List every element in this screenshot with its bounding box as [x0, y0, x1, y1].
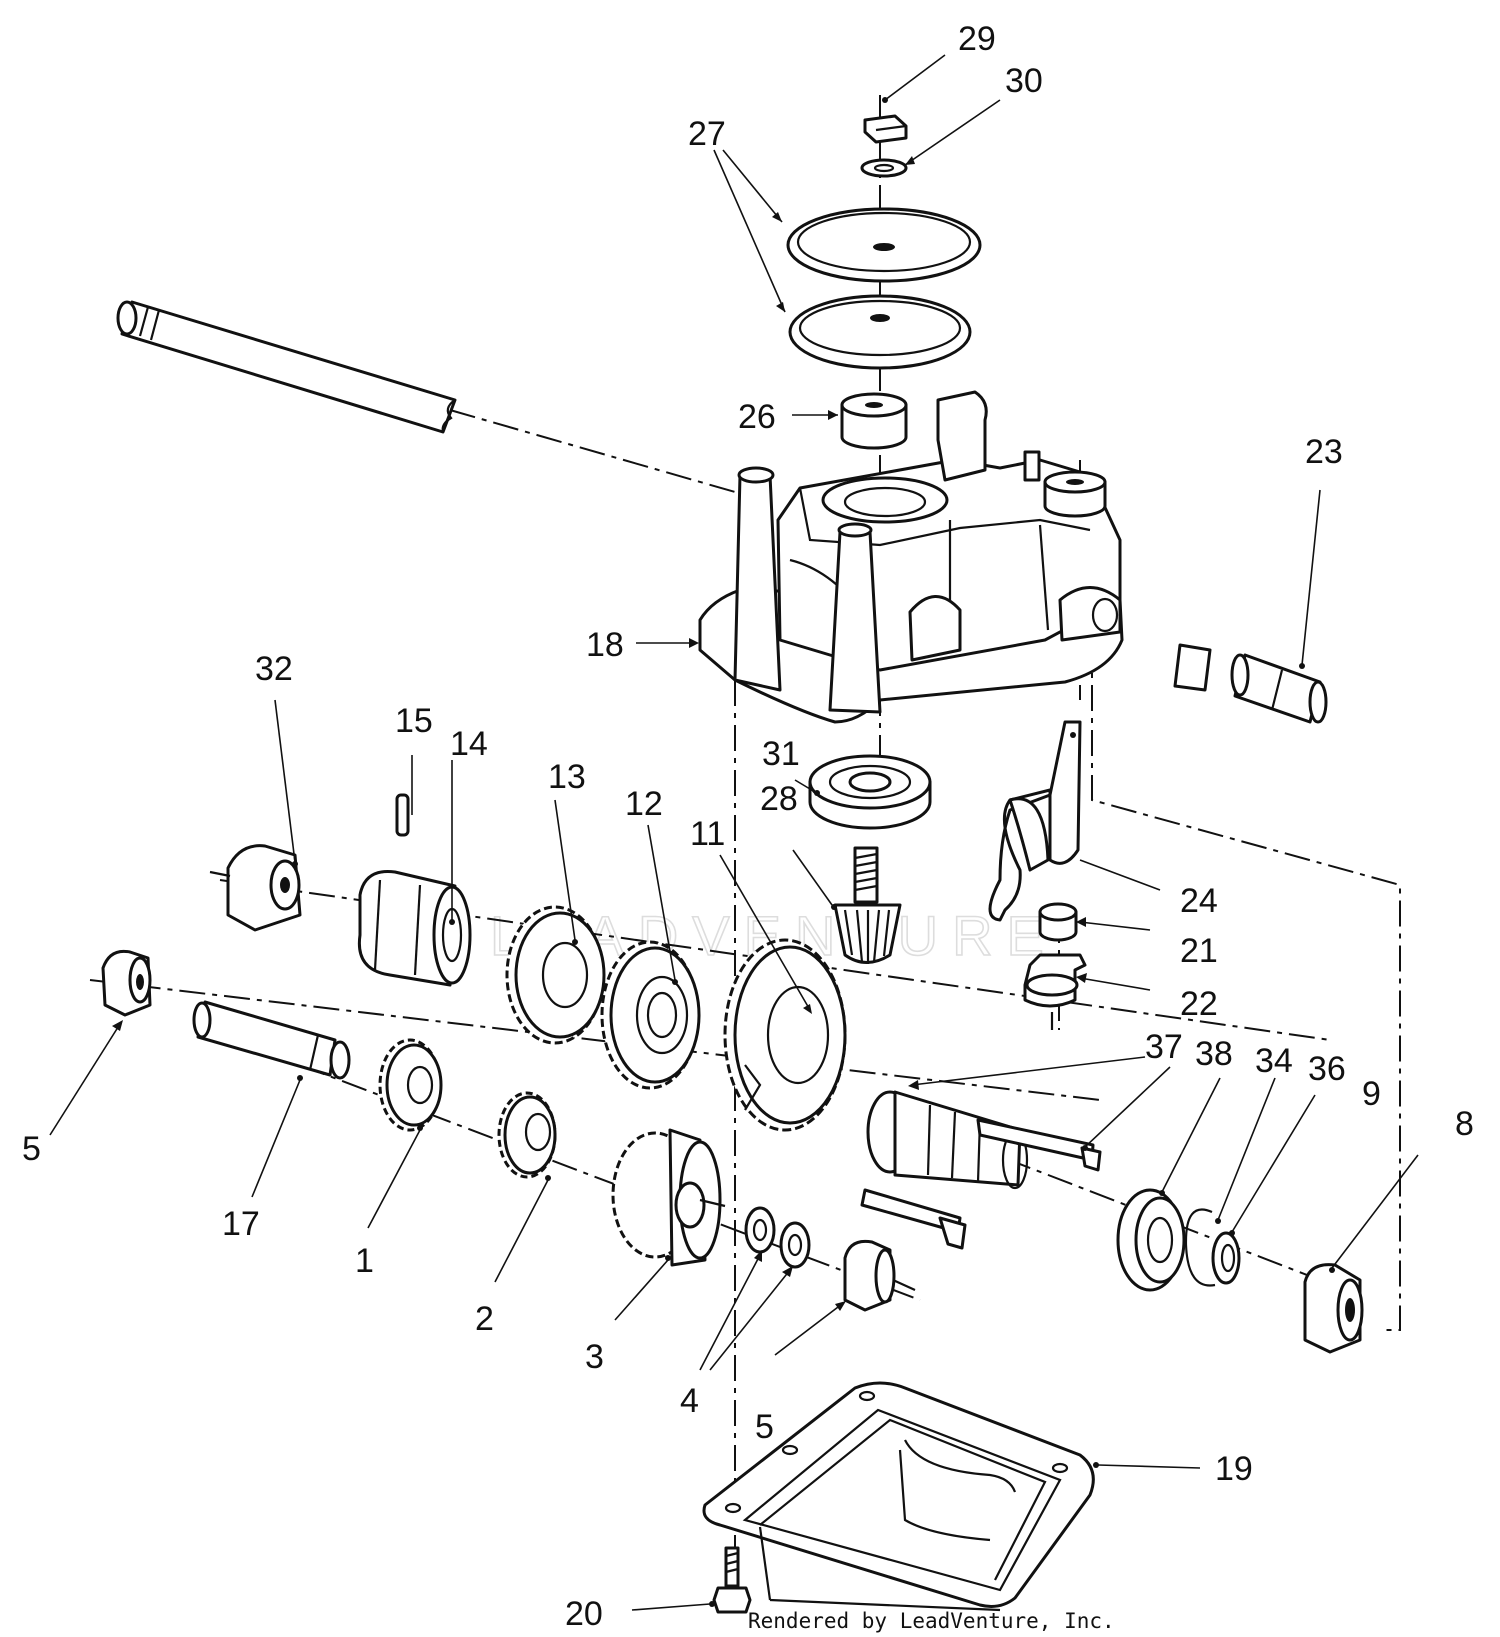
callout-3: 3	[585, 1338, 604, 1376]
callout-26: 26	[738, 398, 776, 436]
gear-part-2	[497, 1091, 557, 1179]
bevel-gear-part-3	[611, 1128, 726, 1267]
callout-5-left: 5	[22, 1130, 41, 1168]
callout-19: 19	[1215, 1450, 1253, 1488]
callout-13: 13	[548, 758, 586, 796]
callout-30: 30	[1005, 62, 1043, 100]
shift-fork-part-24	[988, 720, 1082, 922]
callout-labels: 29 30 27 26 23 18 32 15 14 13 12 11 31 2…	[22, 20, 1474, 1633]
gear-part-1	[378, 1038, 443, 1132]
callout-36: 36	[1308, 1050, 1346, 1088]
callout-1: 1	[355, 1242, 374, 1280]
callout-38: 38	[1195, 1035, 1233, 1073]
callout-17: 17	[222, 1205, 260, 1243]
gear-part-13	[505, 905, 606, 1045]
splined-sleeve-part-14	[357, 869, 472, 987]
callout-31: 31	[762, 735, 800, 773]
shaft-part-17	[192, 1000, 351, 1080]
bushing-part-5-center	[843, 1239, 916, 1312]
gear-part-11	[723, 938, 847, 1132]
callout-32: 32	[255, 650, 293, 688]
callout-27: 27	[688, 115, 726, 153]
pin-part-15	[395, 793, 410, 837]
bearing-part-31	[808, 754, 932, 830]
callout-34: 34	[1255, 1042, 1293, 1080]
leader-lines	[49, 54, 1419, 1611]
callout-4: 4	[680, 1382, 699, 1420]
thrust-washer-part-38	[1116, 1188, 1186, 1292]
disc-parts-27	[786, 207, 982, 370]
shaft-part-23	[1173, 643, 1328, 724]
callout-11: 11	[690, 815, 725, 853]
oil-pan-part-19	[702, 1381, 1095, 1612]
nut-part-29	[863, 114, 908, 144]
bolt-part-20	[712, 1546, 752, 1614]
callout-9: 9	[1362, 1075, 1381, 1113]
retaining-ring-part-34	[1184, 1208, 1216, 1287]
callout-18: 18	[586, 626, 624, 664]
callout-23: 23	[1305, 433, 1343, 471]
callout-8: 8	[1455, 1105, 1474, 1143]
callout-24: 24	[1180, 882, 1218, 920]
pinion-part-28	[833, 846, 902, 964]
callout-28: 28	[760, 780, 798, 818]
bushing-part-26	[840, 392, 908, 450]
render-credit: Rendered by LeadVenture, Inc.	[748, 1609, 1115, 1633]
bushing-part-21	[1038, 902, 1078, 942]
callout-29: 29	[958, 20, 996, 58]
bushing-part-32	[209, 844, 302, 932]
detent-part-22	[1023, 953, 1087, 1030]
callout-20: 20	[565, 1595, 603, 1633]
callout-5-center: 5	[755, 1408, 774, 1446]
bushing-part-5-left	[101, 949, 152, 1017]
callout-37: 37	[1145, 1028, 1183, 1066]
callout-21: 21	[1180, 932, 1218, 970]
gear-housing-part-18	[698, 390, 1124, 724]
callout-15: 15	[395, 702, 433, 740]
bushing-part-8	[1303, 1263, 1364, 1354]
long-shaft	[116, 300, 457, 434]
callout-14: 14	[450, 725, 488, 763]
callout-2: 2	[475, 1300, 494, 1338]
callout-22: 22	[1180, 985, 1218, 1023]
washer-part-36	[1211, 1231, 1241, 1285]
clutch-part-37	[860, 1090, 1102, 1250]
gear-part-12	[600, 940, 701, 1090]
callout-12: 12	[625, 785, 663, 823]
lock-washer-part-30	[860, 158, 908, 178]
centre-lines	[89, 95, 1401, 1580]
